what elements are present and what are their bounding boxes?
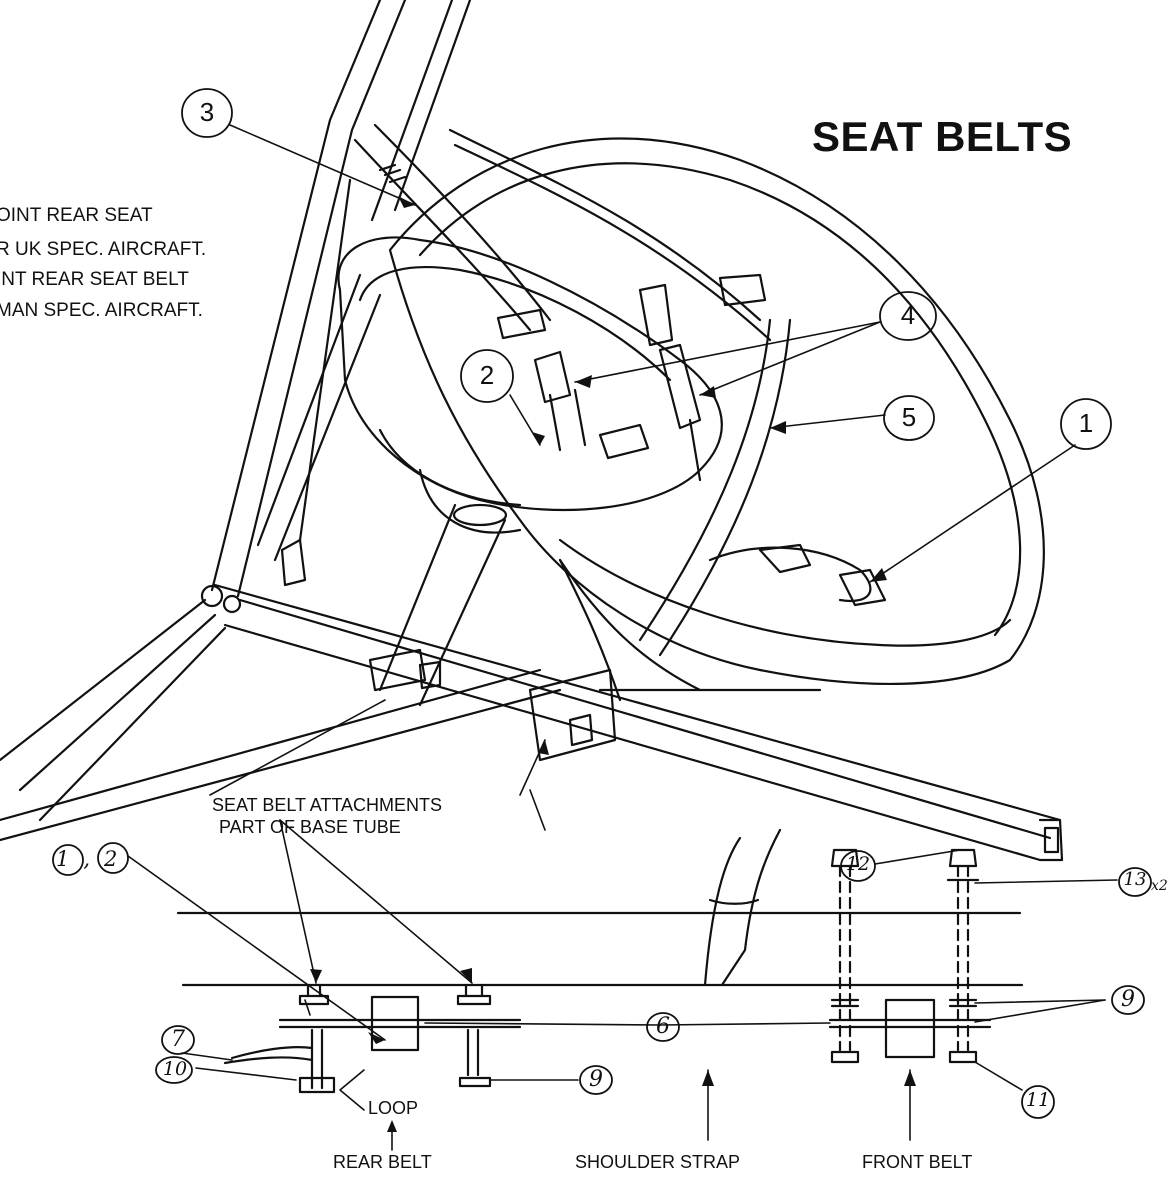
front-belt-label: FRONT BELT: [862, 1152, 973, 1172]
note-line-4: MAN SPEC. AIRCRAFT.: [0, 300, 203, 321]
callout-12: 12: [845, 853, 871, 875]
callout-9-rear: 9: [589, 1067, 603, 1092]
diagram-title: SEAT BELTS: [812, 113, 1073, 160]
callout-5: 5: [901, 402, 917, 432]
section-detail: [176, 828, 1024, 1094]
callout-2: 2: [479, 360, 495, 390]
callout-11: 11: [1025, 1089, 1051, 1111]
leader-lines-lower: [127, 819, 1118, 1151]
note-line-3: INT REAR SEAT BELT: [0, 269, 189, 290]
shoulder-strap-label: SHOULDER STRAP: [575, 1152, 741, 1172]
part-of-base-tube-text: PART OF BASE TUBE: [219, 817, 401, 837]
frame-tubes: [0, 0, 1064, 862]
rear-belt-label: REAR BELT: [333, 1152, 432, 1172]
loop-label: LOOP: [368, 1098, 419, 1118]
callout-10: 10: [162, 1058, 188, 1080]
front-seat: [388, 137, 1045, 692]
note-line-2: R UK SPEC. AIRCRAFT.: [0, 239, 207, 260]
rear-seat: [337, 236, 723, 534]
callout-circles: [52, 88, 1152, 1119]
callout-3: 3: [199, 97, 215, 127]
callout-13-quantity: x2: [1151, 878, 1168, 894]
callout-4: 4: [900, 300, 916, 330]
callout-7: 7: [171, 1027, 185, 1052]
callout-6: 6: [656, 1014, 670, 1039]
callout-1: 1: [1078, 408, 1094, 438]
note-line-1: OINT REAR SEAT: [0, 205, 153, 226]
callout-13: 13: [1123, 869, 1147, 890]
callout-9-front: 9: [1121, 987, 1135, 1012]
arrowheads: [310, 196, 916, 1132]
straps: [353, 123, 792, 762]
seat-belt-attachments-label: SEAT BELT ATTACHMENTS: [212, 795, 443, 815]
leader-lines-upper: [209, 124, 1076, 831]
callout-1-2: 1,2: [56, 847, 132, 871]
